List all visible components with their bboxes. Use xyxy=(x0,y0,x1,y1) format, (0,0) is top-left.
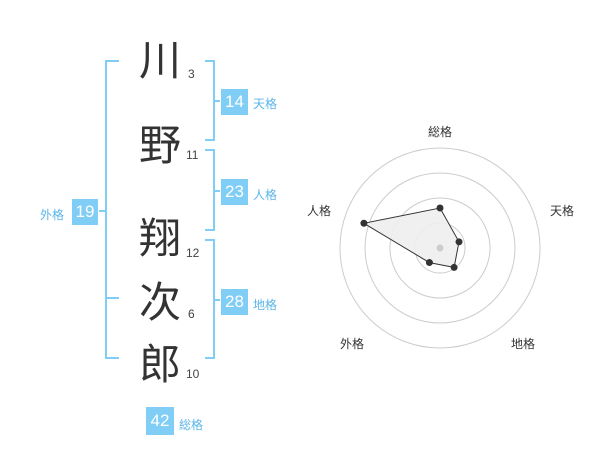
gaikaku-bracket xyxy=(105,60,119,359)
gaikaku-label: 外格 xyxy=(40,208,65,222)
radar-grid xyxy=(339,147,541,349)
stroke-count-4: 6 xyxy=(188,307,195,321)
name-char-2: 野 xyxy=(139,121,182,170)
radar-axis-label-gaikaku: 外格 xyxy=(340,337,365,351)
stroke-count-5: 10 xyxy=(186,367,200,381)
soukaku-score: 42 xyxy=(146,407,174,435)
jinkaku-score: 23 xyxy=(221,179,248,205)
radar-axis-label-chikaku: 地格 xyxy=(511,337,536,351)
radar-ring xyxy=(389,197,491,299)
tenkaku-score: 14 xyxy=(221,89,248,115)
stroke-count-2: 11 xyxy=(186,148,199,162)
name-char-4: 次 xyxy=(139,278,182,327)
jinkaku-label: 人格 xyxy=(253,188,278,202)
name-char-5: 郎 xyxy=(139,340,182,389)
radar-axis-label-soukaku: 総格 xyxy=(428,125,453,139)
stroke-count-3: 12 xyxy=(186,246,200,260)
chikaku-score: 28 xyxy=(221,289,248,315)
radar-point xyxy=(436,204,444,212)
radar-ring xyxy=(364,172,516,324)
chikaku-label: 地格 xyxy=(253,298,278,312)
name-char-1: 川 xyxy=(139,36,182,85)
radar-center-dot xyxy=(436,244,444,252)
tenkaku-label: 天格 xyxy=(253,97,278,111)
radar-points xyxy=(360,204,463,271)
radar-point xyxy=(360,219,368,227)
name-char-3: 翔 xyxy=(139,214,182,263)
radar-point xyxy=(455,238,463,246)
radar-ring xyxy=(339,147,541,349)
radar-axis-label-tenkaku: 天格 xyxy=(550,204,575,218)
gaikaku-score: 19 xyxy=(72,199,98,225)
radar-polygon xyxy=(362,207,460,268)
radar-point xyxy=(450,263,458,271)
radar-point xyxy=(425,259,433,267)
soukaku-label: 総格 xyxy=(179,418,204,432)
radar-axis-label-jinkaku: 人格 xyxy=(307,204,332,218)
stroke-count-1: 3 xyxy=(188,67,195,81)
